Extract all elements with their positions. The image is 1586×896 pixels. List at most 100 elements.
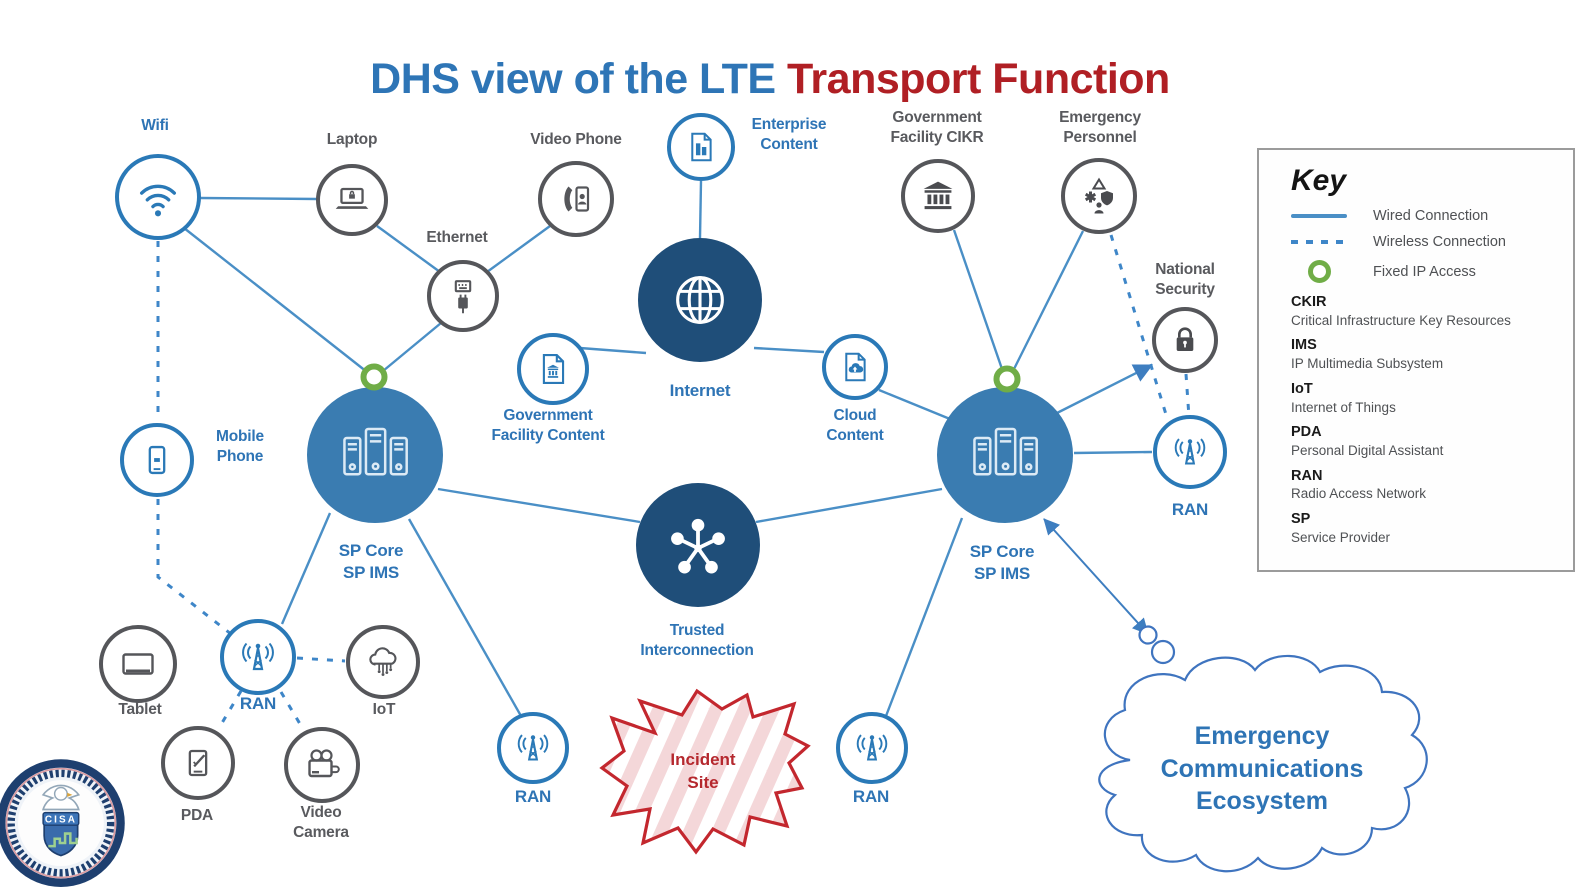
- wifi-icon: [140, 184, 176, 217]
- wireless-ranleft-videocamera: [279, 691, 305, 730]
- node-cloud-content: [822, 334, 888, 400]
- node-government-facility-content: [517, 333, 589, 405]
- wireless-mobile-ranleft: [156, 499, 232, 636]
- cloud-content-label: Cloud Content: [826, 407, 884, 445]
- wireless-ranleft-pda: [217, 690, 243, 729]
- cisa-logo-text: CISA: [45, 815, 77, 826]
- abbr-definition: Service Provider: [1291, 529, 1391, 545]
- government-content-icon: [542, 354, 565, 384]
- wire-spcoreright-ranbottomright: [884, 517, 964, 717]
- key-label: Fixed IP Access: [1373, 263, 1476, 280]
- node-ran-bottom-right: [836, 712, 908, 784]
- incident-site-starburst: [599, 688, 811, 855]
- key-title: Key: [1291, 164, 1347, 197]
- thought-bubble-large: [1150, 639, 1176, 665]
- hub-spoke-icon: [671, 518, 725, 574]
- cisa-logo: CISA: [0, 759, 125, 887]
- node-laptop: [316, 164, 388, 236]
- key-row-wired: Wired Connection: [1291, 208, 1563, 224]
- government-facility-content-label: Government Facility Content: [491, 407, 605, 445]
- wire-wifi-spcoreleft: [183, 227, 368, 373]
- abbr-term: CKIR: [1291, 294, 1327, 310]
- globe-icon: [676, 276, 724, 324]
- ran-bottom-right-label: RAN: [852, 787, 890, 806]
- wire-ethernet-videophone: [486, 225, 551, 273]
- wire-internet-cloudcontent: [753, 346, 825, 354]
- wire-laptop-ethernet: [376, 225, 441, 273]
- abbr-definition: Radio Access Network: [1291, 486, 1427, 502]
- abbr-term: IMS: [1291, 337, 1317, 354]
- abbr-definition: Critical Infrastructure Key Resources: [1291, 312, 1511, 328]
- wire-trusted-spcoreright: [755, 487, 943, 524]
- radio-tower-icon: [517, 734, 549, 761]
- abbr-definition: Personal Digital Assistant: [1291, 443, 1444, 459]
- lock-icon: [1176, 327, 1194, 351]
- node-sp-core-right: [937, 387, 1073, 523]
- node-ran-right: [1153, 415, 1227, 489]
- sp-core-right-label: SP Core SP IMS: [969, 542, 1035, 584]
- incident-site-label: Incident Site: [670, 750, 736, 792]
- wire-spcoreleft-ranleft: [280, 512, 332, 625]
- node-wifi: [115, 154, 201, 240]
- ecosystem-cloud-shape: [1098, 625, 1428, 873]
- wire-cikr-spcoreright: [952, 229, 1004, 370]
- wireless-ranleft-iot: [296, 656, 346, 663]
- node-video-phone: [538, 161, 614, 237]
- radio-tower-icon: [1174, 438, 1206, 465]
- mobile-phone-icon: [148, 445, 166, 475]
- ethernet-icon: [454, 280, 472, 314]
- page-title: DHS view of the LTE Transport Function: [0, 55, 1540, 104]
- node-enterprise-content: [667, 113, 735, 181]
- national-security-label: National Security: [1155, 261, 1215, 299]
- node-trusted-interconnection: [636, 483, 760, 607]
- node-government-facility-cikr: [901, 159, 975, 233]
- server-core-icon: [973, 427, 1038, 476]
- node-emergency-personnel: [1061, 158, 1137, 234]
- enterprise-content-label: Enterprise Content: [751, 116, 827, 154]
- wired-line-swatch: [1291, 214, 1347, 218]
- node-video-camera: [284, 727, 360, 803]
- government-facility-icon: [923, 181, 953, 210]
- video-camera-icon: [308, 749, 340, 778]
- abbr-definition: IP Multimedia Subsystem: [1291, 356, 1444, 372]
- wire-wifi-laptop: [199, 196, 318, 201]
- server-core-icon: [343, 427, 408, 476]
- internet-label: Internet: [669, 381, 731, 400]
- ran-left-label: RAN: [239, 694, 277, 713]
- key-row-fixed-ip: Fixed IP Access: [1291, 260, 1563, 283]
- fixed-ip-access-left: [360, 363, 388, 391]
- abbr-iot: IoT Internet of Things: [1291, 380, 1563, 416]
- fixed-ip-swatch: [1291, 260, 1347, 283]
- emergency-personnel-label: Emergency Personnel: [1059, 109, 1141, 147]
- wire-internet-govcontent: [579, 346, 647, 355]
- key-label: Wireless Connection: [1373, 234, 1506, 250]
- wireless-emergency-ranright: [1109, 234, 1170, 422]
- wire-spcoreright-ranright: [1073, 450, 1153, 455]
- wireless-natsec-ranright: [1184, 373, 1191, 418]
- node-sp-core-left: [307, 387, 443, 523]
- node-ethernet: [427, 260, 499, 332]
- abbr-term: SP: [1291, 510, 1311, 527]
- key-label: Wired Connection: [1373, 208, 1489, 224]
- wireless-line-swatch: [1291, 240, 1347, 244]
- video-camera-label: Video Camera: [293, 804, 349, 842]
- wire-enterprise-internet: [698, 180, 703, 239]
- abbr-pda: PDA Personal Digital Assistant: [1291, 423, 1563, 459]
- emergency-personnel-icon: [1084, 177, 1113, 214]
- pda-icon: [188, 749, 208, 777]
- mobile-phone-label: Mobile Phone: [216, 428, 264, 466]
- tablet-label: Tablet: [118, 701, 162, 718]
- node-internet: [638, 238, 762, 362]
- video-phone-icon: [564, 186, 590, 212]
- key-legend: Key Wired Connection Wireless Connection…: [1257, 148, 1575, 572]
- ecosystem-cloud-label: Emergency Communications Ecosystem: [1160, 722, 1364, 815]
- thought-bubble-small: [1138, 625, 1158, 645]
- node-iot: [346, 625, 420, 699]
- wire-ethernet-spcoreleft: [382, 322, 442, 372]
- key-row-wireless: Wireless Connection: [1291, 234, 1563, 250]
- enterprise-content-icon: [691, 132, 712, 162]
- radio-tower-icon: [856, 734, 888, 761]
- title-blue-part: DHS view of the LTE: [370, 54, 788, 103]
